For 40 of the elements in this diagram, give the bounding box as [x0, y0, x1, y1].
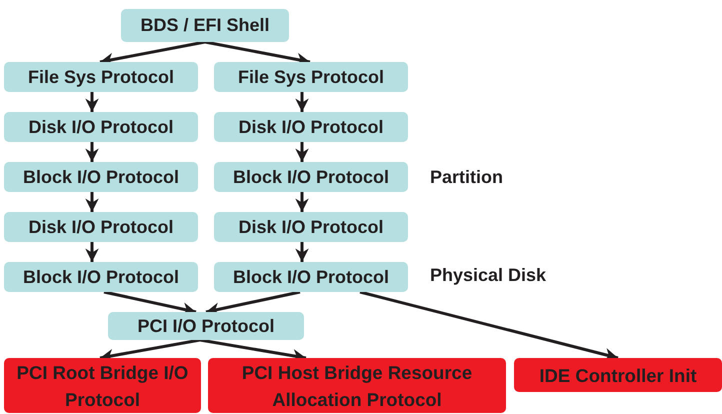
box-label: Disk I/O Protocol	[238, 216, 384, 238]
arrow	[295, 92, 309, 112]
box-label: PCI Root Bridge I/O Protocol	[16, 360, 190, 412]
process-box	[4, 62, 198, 92]
box-label: File Sys Protocol	[238, 66, 384, 88]
box-label: Block I/O Protocol	[22, 266, 180, 288]
process-box	[4, 212, 198, 242]
process-box	[208, 358, 506, 413]
box-label: Disk I/O Protocol	[238, 116, 384, 138]
arrow	[295, 242, 309, 262]
process-box	[4, 358, 201, 413]
box-label: Block I/O Protocol	[22, 166, 180, 188]
box-label: Block I/O Protocol	[232, 266, 390, 288]
layer-label: Partition	[430, 167, 504, 188]
layer-label: Physical Disk	[430, 265, 546, 286]
arrow	[85, 192, 99, 212]
box-label: File Sys Protocol	[28, 66, 174, 88]
process-box	[4, 162, 198, 192]
process-box	[214, 112, 408, 142]
box-label: Disk I/O Protocol	[28, 116, 174, 138]
box-label: Disk I/O Protocol	[28, 216, 174, 238]
arrow	[85, 142, 99, 162]
process-box	[108, 312, 304, 340]
box-label: Block I/O Protocol	[232, 166, 390, 188]
box-label: BDS / EFI Shell	[140, 15, 270, 36]
process-box	[214, 162, 408, 192]
arrow	[295, 142, 309, 162]
box-label: IDE Controller Init	[539, 364, 697, 388]
process-box	[214, 262, 408, 292]
process-box	[4, 112, 198, 142]
process-box	[4, 262, 198, 292]
box-label: PCI I/O Protocol	[137, 316, 274, 336]
process-box	[214, 212, 408, 242]
process-box	[214, 62, 408, 92]
process-box	[121, 9, 289, 42]
box-label: PCI Host Bridge Resource Allocation Protocol	[240, 360, 474, 412]
arrow	[85, 92, 99, 112]
arrow	[295, 192, 309, 212]
process-box	[514, 358, 722, 392]
arrow	[85, 242, 99, 262]
